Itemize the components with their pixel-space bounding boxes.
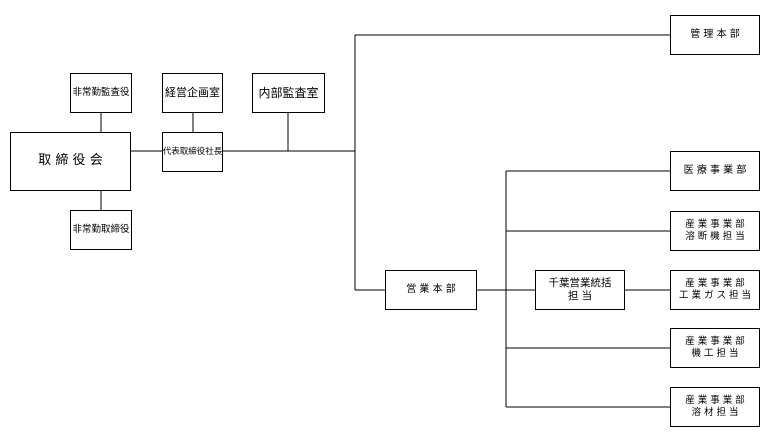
president-label: 代表取締役社長 [162,146,223,157]
medical-division-label: 医 療 事 業 部 [683,164,747,176]
industry-welding-line2: 溶 断 機 担 当 [685,231,745,242]
industry-welding-line1: 産 業 事 業 部 [685,219,745,231]
board-of-directors-label: 取 締 役 会 [38,153,103,169]
industry-welding-box: 産 業 事 業 部 溶 断 機 担 当 [670,211,760,251]
industry-machine-line1: 産 業 事 業 部 [685,336,745,348]
industry-machine-line2: 機 工 担 当 [691,348,739,359]
part-time-director-box: 非常勤取締役 [70,210,132,250]
industry-gas-line1: 産 業 事 業 部 [685,278,745,290]
part-time-director-label: 非常勤取締役 [72,224,130,236]
chiba-sales-line2: 担 当 [567,290,593,302]
industry-material-line2: 溶 材 担 当 [691,407,739,418]
industry-machine-box: 産 業 事 業 部 機 工 担 当 [670,328,760,368]
internal-audit-office-box: 内部監査室 [252,73,325,113]
admin-hq-label: 管 理 本 部 [690,28,740,40]
chiba-sales-box: 千葉営業統括 担 当 [535,270,625,310]
part-time-auditor-box: 非常勤監査役 [70,73,132,113]
industry-gas-box: 産 業 事 業 部 工 業 ガ ス 担 当 [670,270,760,310]
industry-gas-line2: 工 業 ガ ス 担 当 [678,290,752,301]
sales-hq-label: 営 業 本 部 [406,283,456,295]
planning-office-box: 経営企画室 [162,73,223,113]
medical-division-box: 医 療 事 業 部 [670,151,760,191]
chiba-sales-line1: 千葉営業統括 [548,276,612,289]
board-of-directors-box: 取 締 役 会 [10,132,131,191]
president-box: 代表取締役社長 [162,132,223,172]
part-time-auditor-label: 非常勤監査役 [72,87,130,99]
planning-office-label: 経営企画室 [165,86,220,100]
industry-material-box: 産 業 事 業 部 溶 材 担 当 [670,387,760,427]
industry-material-line1: 産 業 事 業 部 [685,395,745,407]
sales-hq-box: 営 業 本 部 [385,270,477,310]
admin-hq-box: 管 理 本 部 [670,15,760,55]
internal-audit-office-label: 内部監査室 [258,85,319,100]
